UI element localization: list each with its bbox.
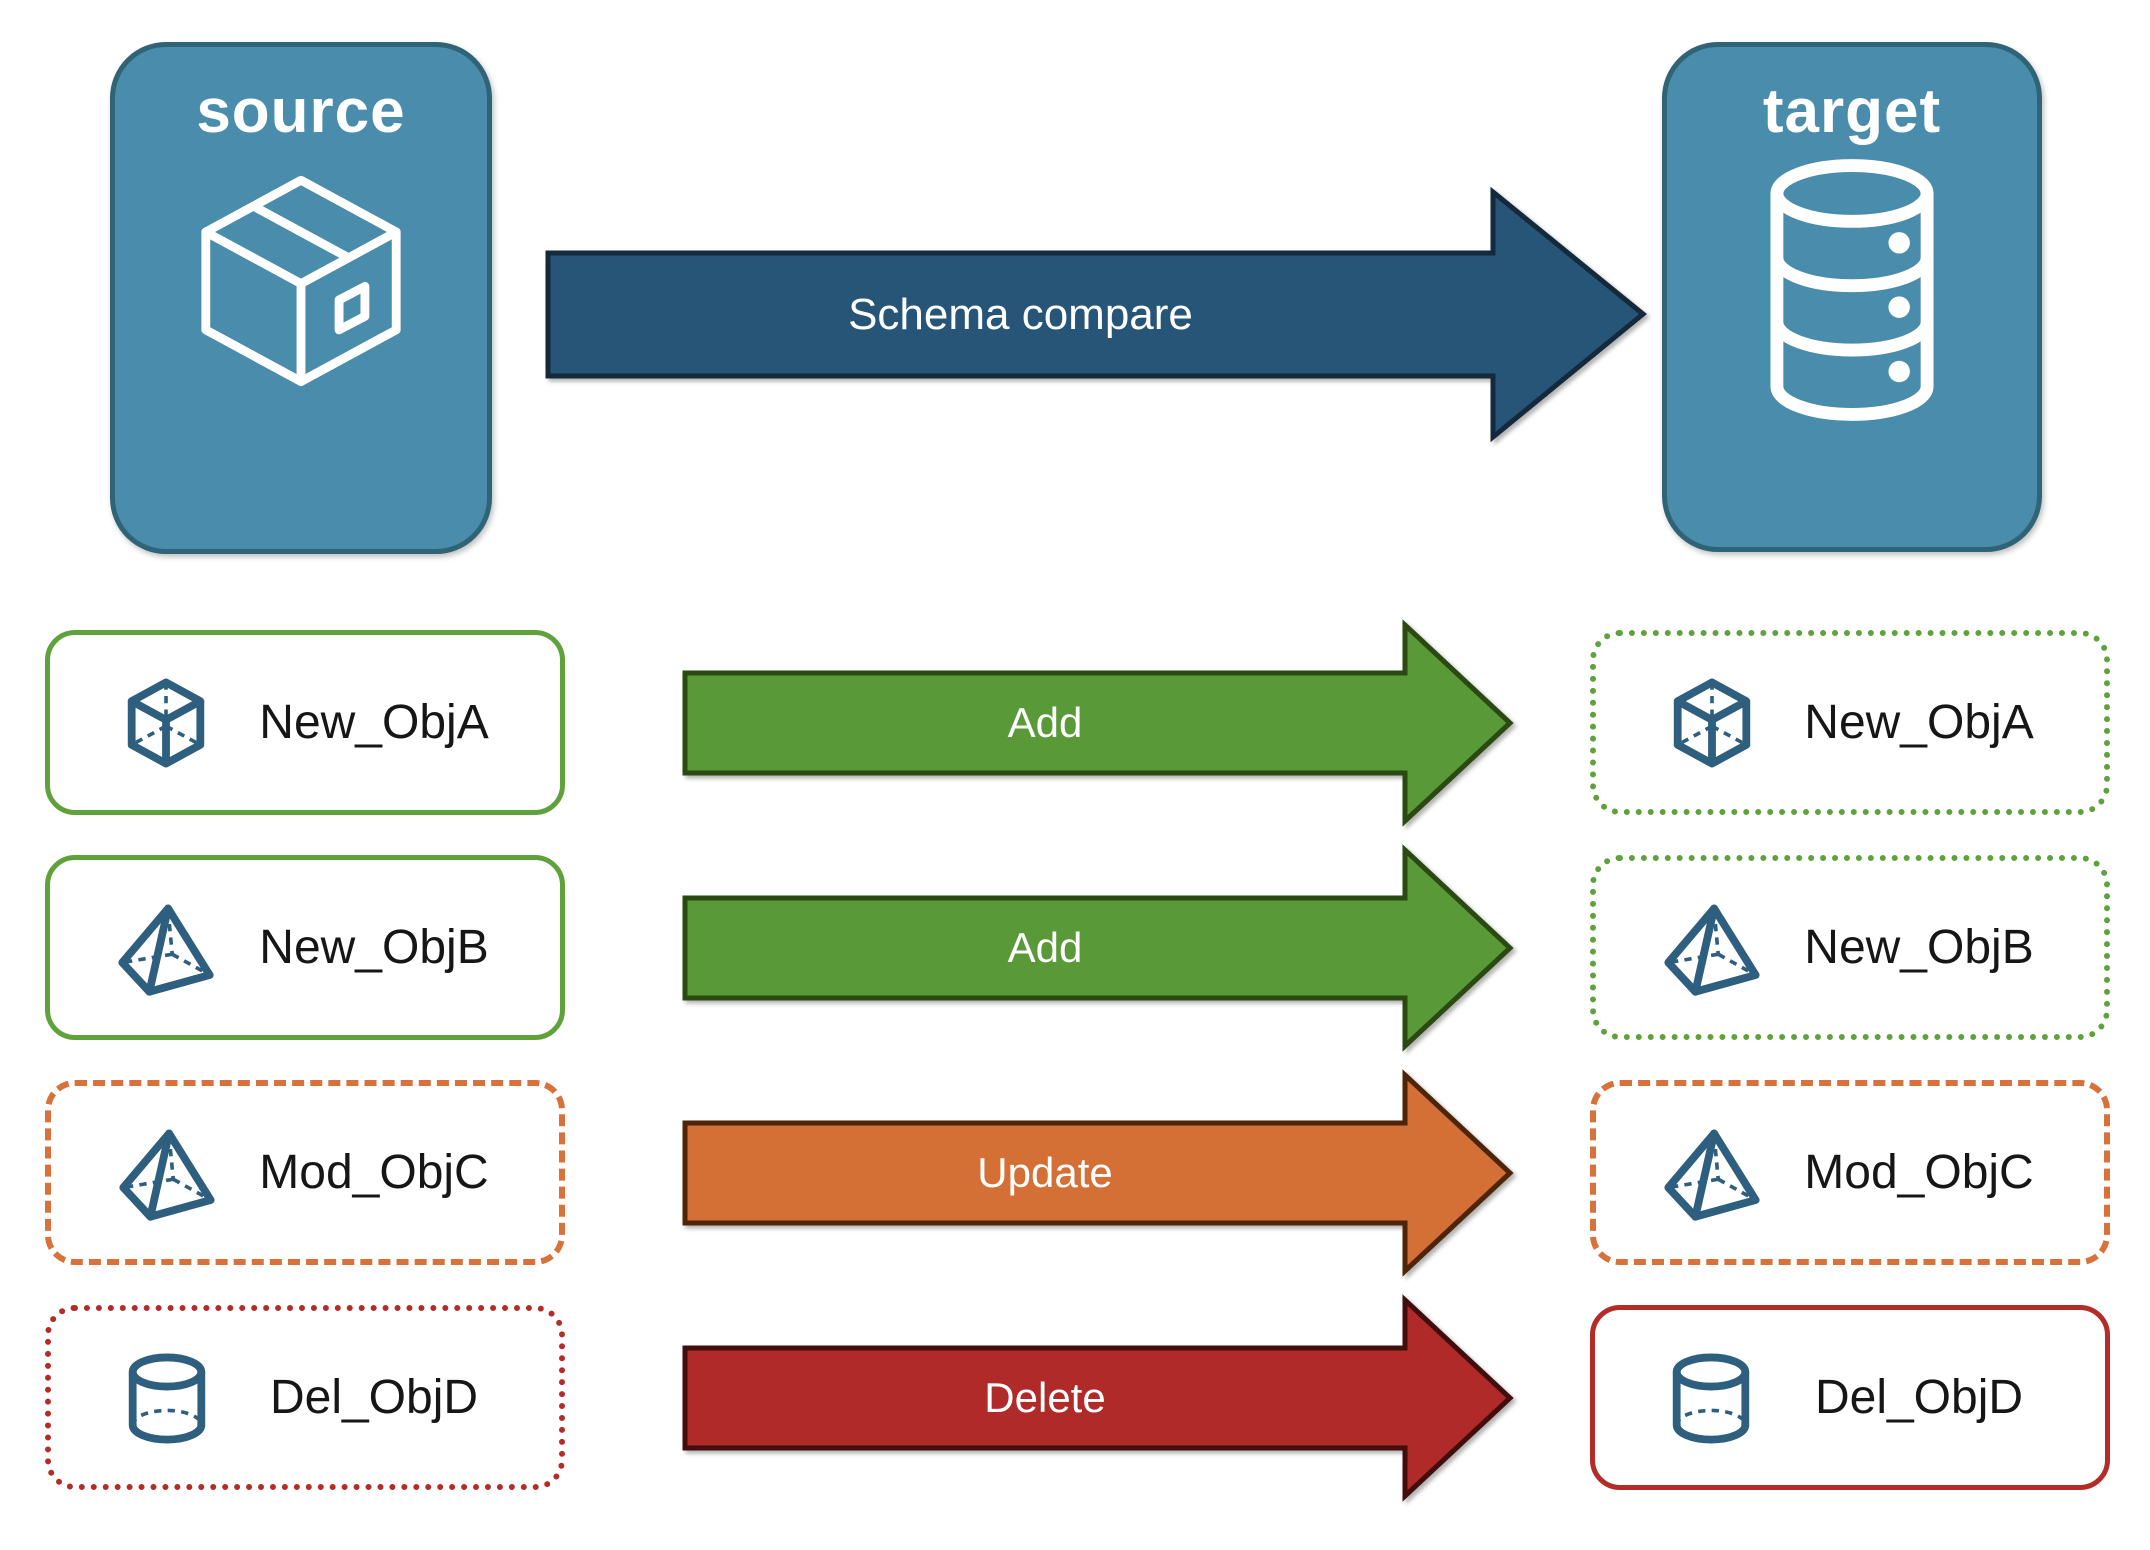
update-arrow-label: Update xyxy=(977,1149,1113,1196)
target-object-card-new-obja: New_ObjA xyxy=(1590,630,2110,815)
object-label: Del_ObjD xyxy=(269,1371,479,1424)
target-object-card-del-objd: Del_ObjD xyxy=(1590,1305,2110,1490)
source-object-card-mod-objc: Mod_ObjC xyxy=(45,1080,565,1265)
pyramid-icon xyxy=(114,896,218,1000)
target-object-card-mod-objc: Mod_ObjC xyxy=(1590,1080,2110,1265)
target-object-card-new-objb: New_ObjB xyxy=(1590,855,2110,1040)
cube-icon xyxy=(1660,671,1764,775)
source-object-card-del-objd: Del_ObjD xyxy=(45,1305,565,1490)
pyramid-icon xyxy=(1660,1121,1764,1225)
cube-icon xyxy=(114,671,218,775)
source-object-card-new-objb: New_ObjB xyxy=(45,855,565,1040)
cylinder-icon xyxy=(115,1346,219,1450)
object-label: New_ObjA xyxy=(259,696,489,749)
add-arrow-label: Add xyxy=(1007,924,1083,971)
database-icon xyxy=(1743,157,1961,423)
source-title: source xyxy=(196,77,406,146)
target-node: target xyxy=(1662,42,2042,552)
object-label: Mod_ObjC xyxy=(1804,1146,2034,1199)
object-label: Mod_ObjC xyxy=(259,1146,489,1199)
schema-compare-arrow: Schema compare xyxy=(545,186,1647,443)
source-node: source xyxy=(110,42,492,554)
delete-arrow-label: Delete xyxy=(984,1374,1106,1421)
object-label: New_ObjB xyxy=(259,921,489,974)
schema-compare-label: Schema compare xyxy=(848,289,1193,339)
update-arrow: Update xyxy=(682,1069,1514,1277)
object-label: New_ObjA xyxy=(1804,696,2034,749)
add-arrow-label: Add xyxy=(1007,699,1083,746)
package-icon xyxy=(165,169,437,401)
object-label: New_ObjB xyxy=(1804,921,2034,974)
delete-arrow: Delete xyxy=(682,1294,1514,1502)
cylinder-icon xyxy=(1659,1346,1763,1450)
object-label: Del_ObjD xyxy=(1814,1371,2024,1424)
source-object-card-new-obja: New_ObjA xyxy=(45,630,565,815)
pyramid-icon xyxy=(1660,896,1764,1000)
add-arrow: Add xyxy=(682,844,1514,1052)
target-title: target xyxy=(1762,77,1942,146)
pyramid-icon xyxy=(115,1121,219,1225)
add-arrow: Add xyxy=(682,619,1514,827)
